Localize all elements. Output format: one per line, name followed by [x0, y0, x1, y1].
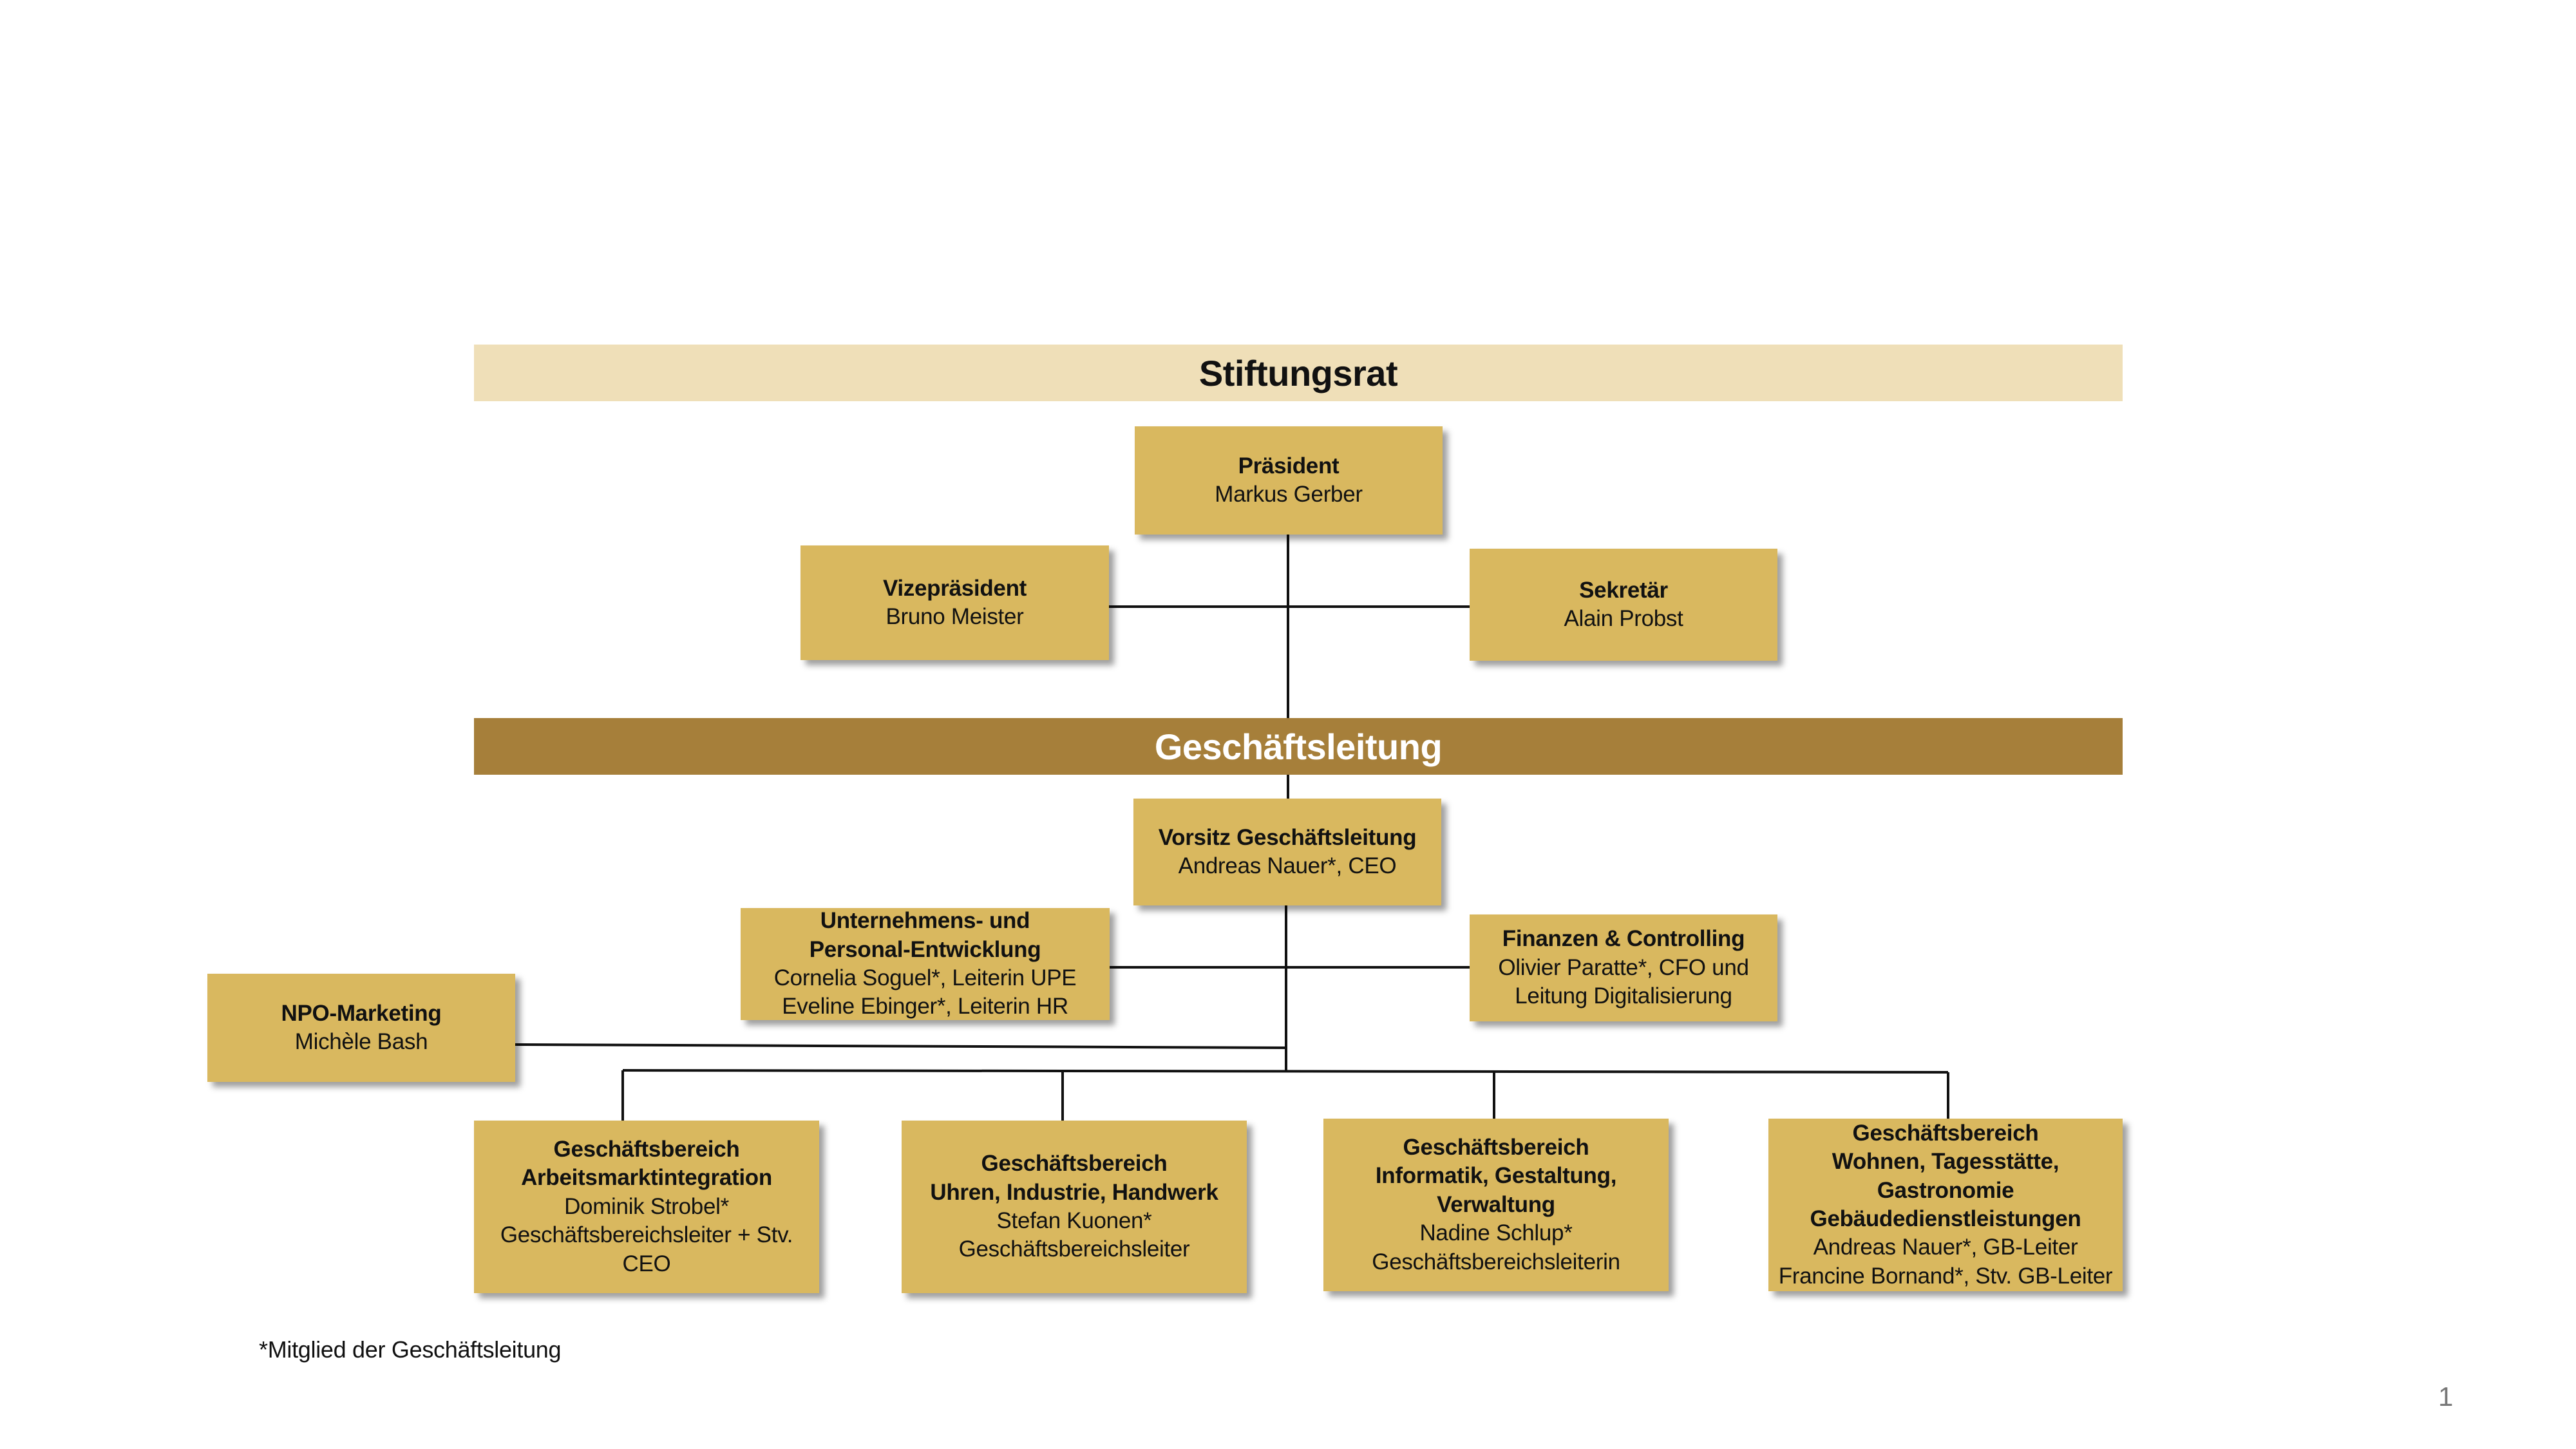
division-1-title-1: Geschäftsbereich: [553, 1136, 740, 1162]
development-box: Unternehmens- und Personal-Entwicklung C…: [741, 908, 1110, 1020]
secretary-box: Sekretär Alain Probst: [1470, 549, 1777, 661]
secretary-title: Sekretär: [1579, 577, 1668, 603]
division-3-title-2: Informatik, Gestaltung, Verwaltung: [1375, 1163, 1617, 1217]
division-box-labour-market: Geschäftsbereich Arbeitsmarktintegration…: [474, 1121, 819, 1293]
line-divisions-horizontal: [622, 1069, 1949, 1074]
board-band-label: Stiftungsrat: [1198, 352, 1398, 393]
division-1-line-2: Geschäftsbereichsleiter + Stv. CEO: [500, 1222, 793, 1276]
page-number: 1: [2438, 1381, 2454, 1412]
division-box-watches-industry: Geschäftsbereich Uhren, Industrie, Handw…: [902, 1121, 1247, 1293]
division-1-title-2: Arbeitsmarktintegration: [521, 1165, 772, 1191]
division-4-title-2: Wohnen, Tagesstätte, Gastronomie: [1832, 1149, 2060, 1203]
division-4-title-3: Gebäudedienstleistungen: [1810, 1206, 2081, 1231]
chair-name: Andreas Nauer*, CEO: [1178, 853, 1397, 878]
finance-line-1: Olivier Paratte*, CFO und: [1498, 954, 1749, 980]
development-line-1: Cornelia Soguel*, Leiterin UPE: [773, 965, 1077, 990]
chair-title: Vorsitz Geschäftsleitung: [1158, 824, 1417, 850]
development-title-1: Unternehmens- und: [820, 908, 1030, 934]
vice-president-name: Bruno Meister: [886, 604, 1024, 629]
division-1-line-1: Dominik Strobel*: [564, 1193, 729, 1219]
footnote: *Mitglied der Geschäftsleitung: [259, 1336, 562, 1363]
division-4-line-1: Andreas Nauer*, GB-Leiter: [1813, 1235, 2078, 1260]
president-name: Markus Gerber: [1215, 482, 1363, 507]
line-to-marketing: [515, 1043, 1287, 1049]
division-3-line-2: Geschäftsbereichsleiterin: [1372, 1249, 1620, 1274]
president-title: Präsident: [1238, 453, 1340, 478]
division-box-living-gastronomy: Geschäftsbereich Wohnen, Tagesstätte, Ga…: [1768, 1119, 2123, 1291]
vice-president-title: Vizepräsident: [882, 575, 1027, 601]
finance-title: Finanzen & Controlling: [1502, 926, 1745, 952]
finance-box: Finanzen & Controlling Olivier Paratte*,…: [1470, 914, 1777, 1021]
management-band-label: Geschäftsleitung: [1154, 726, 1443, 767]
division-4-title-1: Geschäftsbereich: [1852, 1120, 2039, 1146]
marketing-box: NPO-Marketing Michèle Bash: [207, 974, 515, 1082]
division-2-title-2: Uhren, Industrie, Handwerk: [930, 1179, 1218, 1205]
chair-box: Vorsitz Geschäftsleitung Andreas Nauer*,…: [1133, 799, 1441, 905]
secretary-name: Alain Probst: [1564, 606, 1683, 631]
president-box: Präsident Markus Gerber: [1135, 426, 1443, 535]
division-3-line-1: Nadine Schlup*: [1419, 1220, 1573, 1246]
marketing-name: Michèle Bash: [294, 1029, 428, 1054]
division-2-line-1: Stefan Kuonen*: [996, 1208, 1152, 1233]
board-band: Stiftungsrat: [474, 345, 2123, 401]
finance-line-2: Leitung Digitalisierung: [1515, 983, 1732, 1009]
management-band: Geschäftsleitung: [474, 718, 2123, 775]
development-title-2: Personal-Entwicklung: [809, 936, 1041, 962]
division-3-title-1: Geschäftsbereich: [1403, 1134, 1589, 1160]
division-2-line-2: Geschäftsbereichsleiter: [958, 1236, 1190, 1262]
vice-president-box: Vizepräsident Bruno Meister: [800, 545, 1109, 660]
division-box-it-design: Geschäftsbereich Informatik, Gestaltung,…: [1323, 1119, 1669, 1291]
marketing-title: NPO-Marketing: [281, 1000, 442, 1026]
development-line-2: Eveline Ebinger*, Leiterin HR: [782, 994, 1068, 1019]
division-4-line-2: Francine Bornand*, Stv. GB-Leiter: [1778, 1263, 2113, 1289]
division-2-title-1: Geschäftsbereich: [981, 1151, 1168, 1177]
